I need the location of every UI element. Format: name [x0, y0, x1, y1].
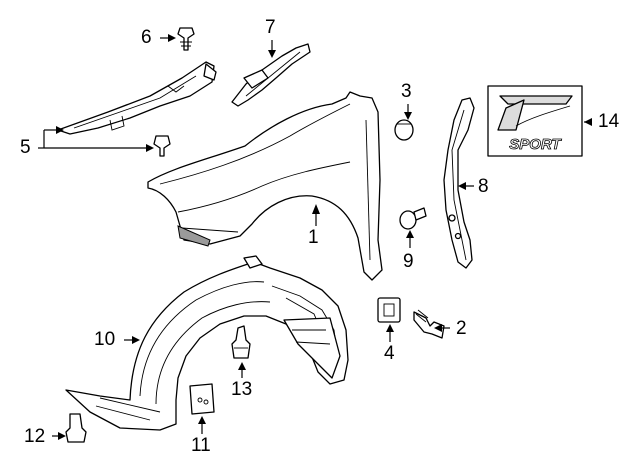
- callout-2: 2: [456, 318, 467, 339]
- callout-12: 12: [24, 426, 46, 447]
- fender-apron-bracket: [57, 61, 217, 135]
- bolt-2: [413, 309, 445, 339]
- emblem-wordmark: SPORT: [509, 136, 562, 153]
- callout-6: 6: [141, 27, 152, 48]
- clip-13: [231, 325, 251, 359]
- callout-14: 14: [598, 111, 620, 132]
- callout-13: 13: [231, 379, 253, 400]
- callout-10: 10: [94, 329, 116, 350]
- plug-3: [394, 119, 414, 141]
- callout-7: 7: [265, 17, 276, 38]
- callout-9: 9: [403, 251, 414, 272]
- retainer-plate-11: [189, 383, 215, 415]
- sport-emblem: SPORT: [487, 85, 583, 157]
- callout-11: 11: [191, 435, 211, 456]
- callout-1: 1: [308, 227, 319, 248]
- push-clip-12: [65, 413, 87, 443]
- callout-3: 3: [401, 81, 412, 102]
- fender-seal: [231, 43, 311, 107]
- clip-6: [177, 27, 195, 51]
- retainer-4: [377, 297, 401, 323]
- fender-panel: [147, 91, 383, 281]
- leader-lines: [38, 34, 592, 440]
- callout-4: 4: [384, 343, 395, 364]
- clip-5: [153, 135, 171, 157]
- clip-9: [399, 207, 427, 230]
- callout-8: 8: [478, 176, 489, 197]
- fender-rear-bracket: [443, 97, 475, 269]
- callout-5: 5: [20, 137, 31, 158]
- fender-liner: [65, 255, 349, 431]
